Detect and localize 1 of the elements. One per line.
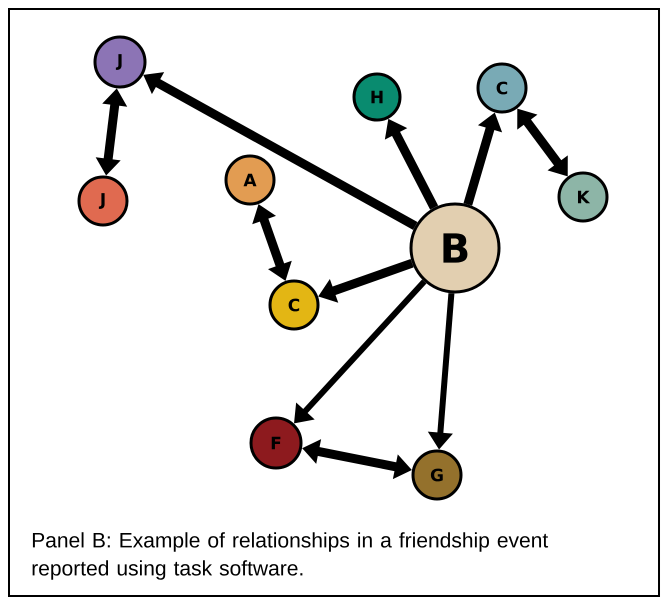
caption: Panel B: Example of relationships in a friendship event reported using task software. [32,532,548,580]
